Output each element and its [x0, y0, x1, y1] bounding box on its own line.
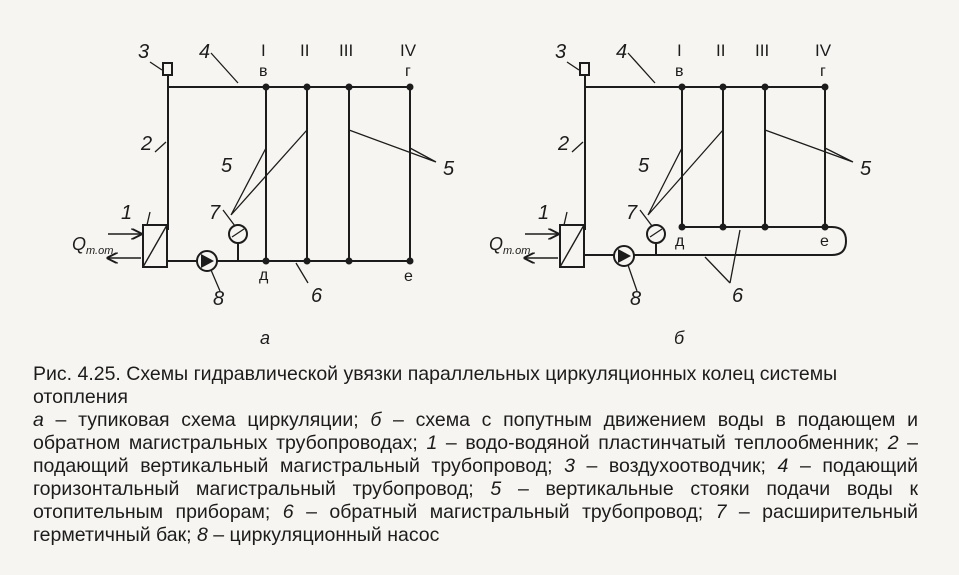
- legend-key: 7: [715, 501, 727, 523]
- legend-key: 4: [777, 455, 789, 477]
- legend-text: – расширительный герметичный бак;: [33, 501, 918, 546]
- point-label-d: д: [675, 233, 685, 250]
- point-label-d: д: [259, 267, 269, 284]
- roman-label: IV: [815, 41, 832, 60]
- q-label: Qт.от: [72, 234, 113, 257]
- pump-triangle: [618, 249, 631, 263]
- legend-key: 6: [282, 501, 294, 523]
- air-vent-3-symbol: [162, 62, 173, 76]
- legend-key: 8: [197, 524, 208, 546]
- subfigure-label-a: а: [260, 328, 270, 348]
- number-label-3: 3: [555, 41, 566, 63]
- roman-label: III: [339, 41, 353, 60]
- expansion-tank-7-symbol: [646, 224, 666, 244]
- point-label-g: г: [405, 63, 411, 80]
- diagram-a: [108, 52, 437, 292]
- legend-key: а: [33, 409, 44, 431]
- legend-key: 5: [490, 478, 502, 500]
- number-label-1: 1: [121, 202, 132, 224]
- exchanger-diagonal: [559, 224, 585, 268]
- point-label-v: в: [259, 63, 268, 80]
- legend-key: 2: [887, 432, 899, 454]
- tank-needle: [231, 228, 245, 238]
- return-loop: [582, 226, 848, 256]
- roman-label: II: [716, 41, 725, 60]
- roman-label: III: [755, 41, 769, 60]
- legend-text: – циркуляционный насос: [207, 524, 440, 546]
- number-label-5: 5: [638, 155, 650, 177]
- number-label-8: 8: [630, 288, 641, 310]
- subfigure-label-b: б: [674, 328, 685, 348]
- legend-key: 1: [426, 432, 438, 454]
- roman-label: I: [677, 41, 682, 60]
- tank-needle: [649, 228, 663, 238]
- number-label-2: 2: [557, 133, 569, 155]
- legend-text: – водо-водяной пластинчатый теплообменни…: [437, 432, 888, 454]
- caption-title: Рис. 4.25. Схемы гидравлической увязки п…: [33, 363, 838, 408]
- diagram-b: [525, 52, 854, 292]
- leader-lines-a: [146, 52, 437, 292]
- legend-text: – подающий горизонтальный магистральный …: [33, 455, 918, 500]
- roman-label: II: [300, 41, 309, 60]
- caption-legend: а – тупиковая схема циркуляции; б – схем…: [33, 409, 918, 546]
- legend-text: – тупиковая схема циркуляции;: [43, 409, 371, 431]
- number-label-1: 1: [538, 202, 549, 224]
- diagram-b-nodes: [678, 83, 829, 231]
- point-label-e: е: [404, 268, 413, 285]
- legend-text: – вертикальные стояки подачи воды к отоп…: [33, 478, 918, 523]
- number-label-6: 6: [732, 285, 744, 307]
- diagram-a-labels: I II III IV в г д е 3 4 2 1 7 5 5 8 6 Qт…: [72, 41, 455, 348]
- leader-lines-b: [563, 52, 854, 292]
- legend-text: – схема с попутным движением воды в пода…: [33, 409, 918, 454]
- diagram-a-nodes: [262, 83, 414, 265]
- exchanger-diagonal: [142, 224, 168, 268]
- pump-triangle: [201, 254, 214, 268]
- point-label-v: в: [675, 63, 684, 80]
- legend-key: б: [370, 409, 382, 431]
- heating-schemes-figure: I II III IV в г д е 3 4 2 1 7 5 5 8 6 Qт…: [72, 41, 872, 348]
- legend-text: – обратный магистральный трубопровод;: [293, 501, 716, 523]
- point-label-e: е: [820, 233, 829, 250]
- number-label-6: 6: [311, 285, 323, 307]
- number-label-5: 5: [221, 155, 233, 177]
- number-label-7: 7: [626, 202, 638, 224]
- number-label-3: 3: [138, 41, 149, 63]
- legend-text: – воздухоотводчик;: [574, 455, 778, 477]
- number-label-2: 2: [140, 133, 152, 155]
- legend-text: – подающий вертикальный магистральный тр…: [33, 432, 918, 477]
- number-label-4: 4: [199, 41, 210, 63]
- air-vent-3-symbol: [579, 62, 590, 76]
- figure-caption: Рис. 4.25. Схемы гидравлической увязки п…: [33, 363, 918, 547]
- expansion-tank-7-symbol: [228, 224, 248, 244]
- number-label-7: 7: [209, 202, 221, 224]
- roman-label: IV: [400, 41, 417, 60]
- diagram-b-labels: I II III IV в г д е 3 4 2 1 7 5 5 8 6 Qт…: [489, 41, 872, 348]
- number-label-5: 5: [860, 158, 872, 180]
- q-label: Qт.от: [489, 234, 530, 257]
- point-label-g: г: [820, 63, 826, 80]
- number-label-8: 8: [213, 288, 224, 310]
- number-label-4: 4: [616, 41, 627, 63]
- legend-key: 3: [564, 455, 575, 477]
- roman-label: I: [261, 41, 266, 60]
- number-label-5: 5: [443, 158, 455, 180]
